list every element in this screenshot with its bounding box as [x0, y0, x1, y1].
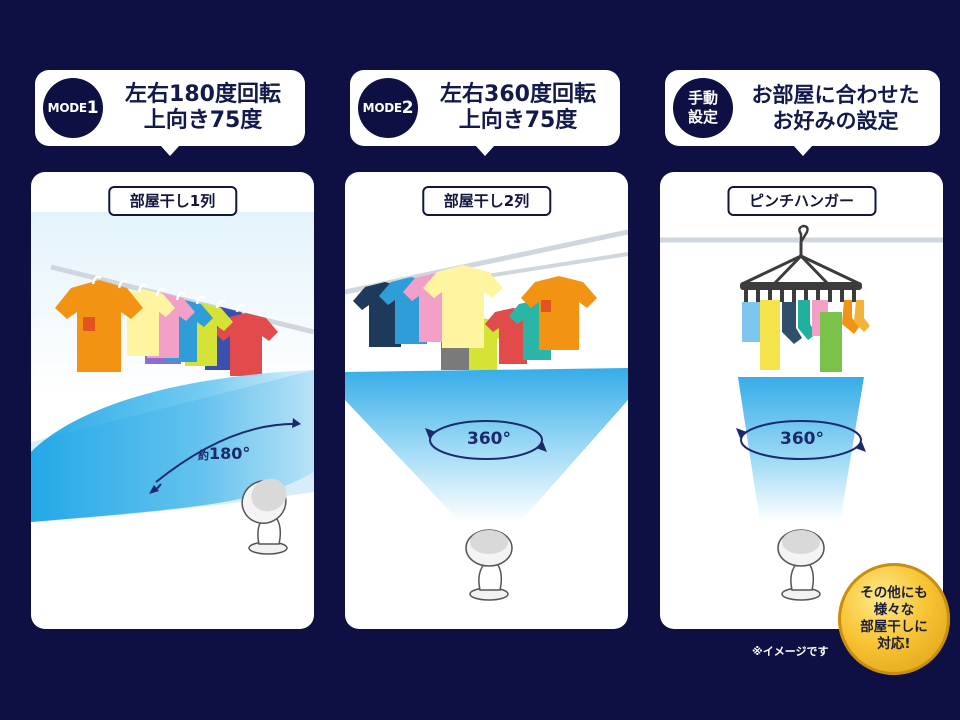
mode1-angle-value: 180°	[209, 444, 251, 463]
mode2-angle-value: 360°	[467, 429, 511, 449]
mode2-illustration	[345, 229, 628, 601]
shirt-rows	[353, 265, 597, 370]
manual-illustration-panel: ピンチハンガー	[660, 172, 943, 629]
mode2-badge-number: 2	[401, 98, 414, 118]
fan-device	[465, 529, 513, 601]
mode1-illustration-panel: 部屋干し1列	[31, 172, 314, 629]
mode1-angle-prefix: 約	[198, 449, 209, 462]
mode2-headline: 左右360度回転 上向き75度	[440, 82, 596, 133]
manual-badge: 手動 設定	[673, 78, 733, 138]
manual-angle-value: 360°	[780, 429, 824, 449]
mode2-illustration-panel: 部屋干し2列 360°	[345, 172, 628, 629]
pinch-hanger	[740, 224, 870, 372]
manual-badge-line1: 手動	[687, 89, 718, 107]
image-disclaimer: ※イメージです	[752, 645, 829, 658]
mode1-illustration	[31, 212, 314, 555]
manual-headline-bubble: 手動 設定 お部屋に合わせた お好みの設定	[665, 70, 940, 156]
more-uses-seal: その他にも 様々な 部屋干しに 対応!	[838, 563, 950, 675]
mode1-headline: 左右180度回転 上向き75度	[125, 82, 281, 133]
mode1-panel-label: 部屋干し1列	[107, 186, 238, 216]
mode1-angle: 約180°	[198, 444, 250, 463]
manual-illustration	[660, 224, 943, 601]
mode1-badge-text: MODE	[47, 101, 87, 115]
manual-badge-line2: 設定	[687, 108, 718, 126]
manual-panel-label: ピンチハンガー	[726, 186, 877, 216]
fan-device	[241, 478, 288, 555]
fan-device	[777, 529, 825, 601]
shirt-row	[55, 280, 278, 376]
manual-headline: お部屋に合わせた お好みの設定	[751, 83, 920, 133]
mode2-badge-text: MODE	[362, 101, 402, 115]
mode2-panel-label: 部屋干し2列	[421, 186, 552, 216]
mode1-badge-number: 1	[86, 98, 99, 118]
